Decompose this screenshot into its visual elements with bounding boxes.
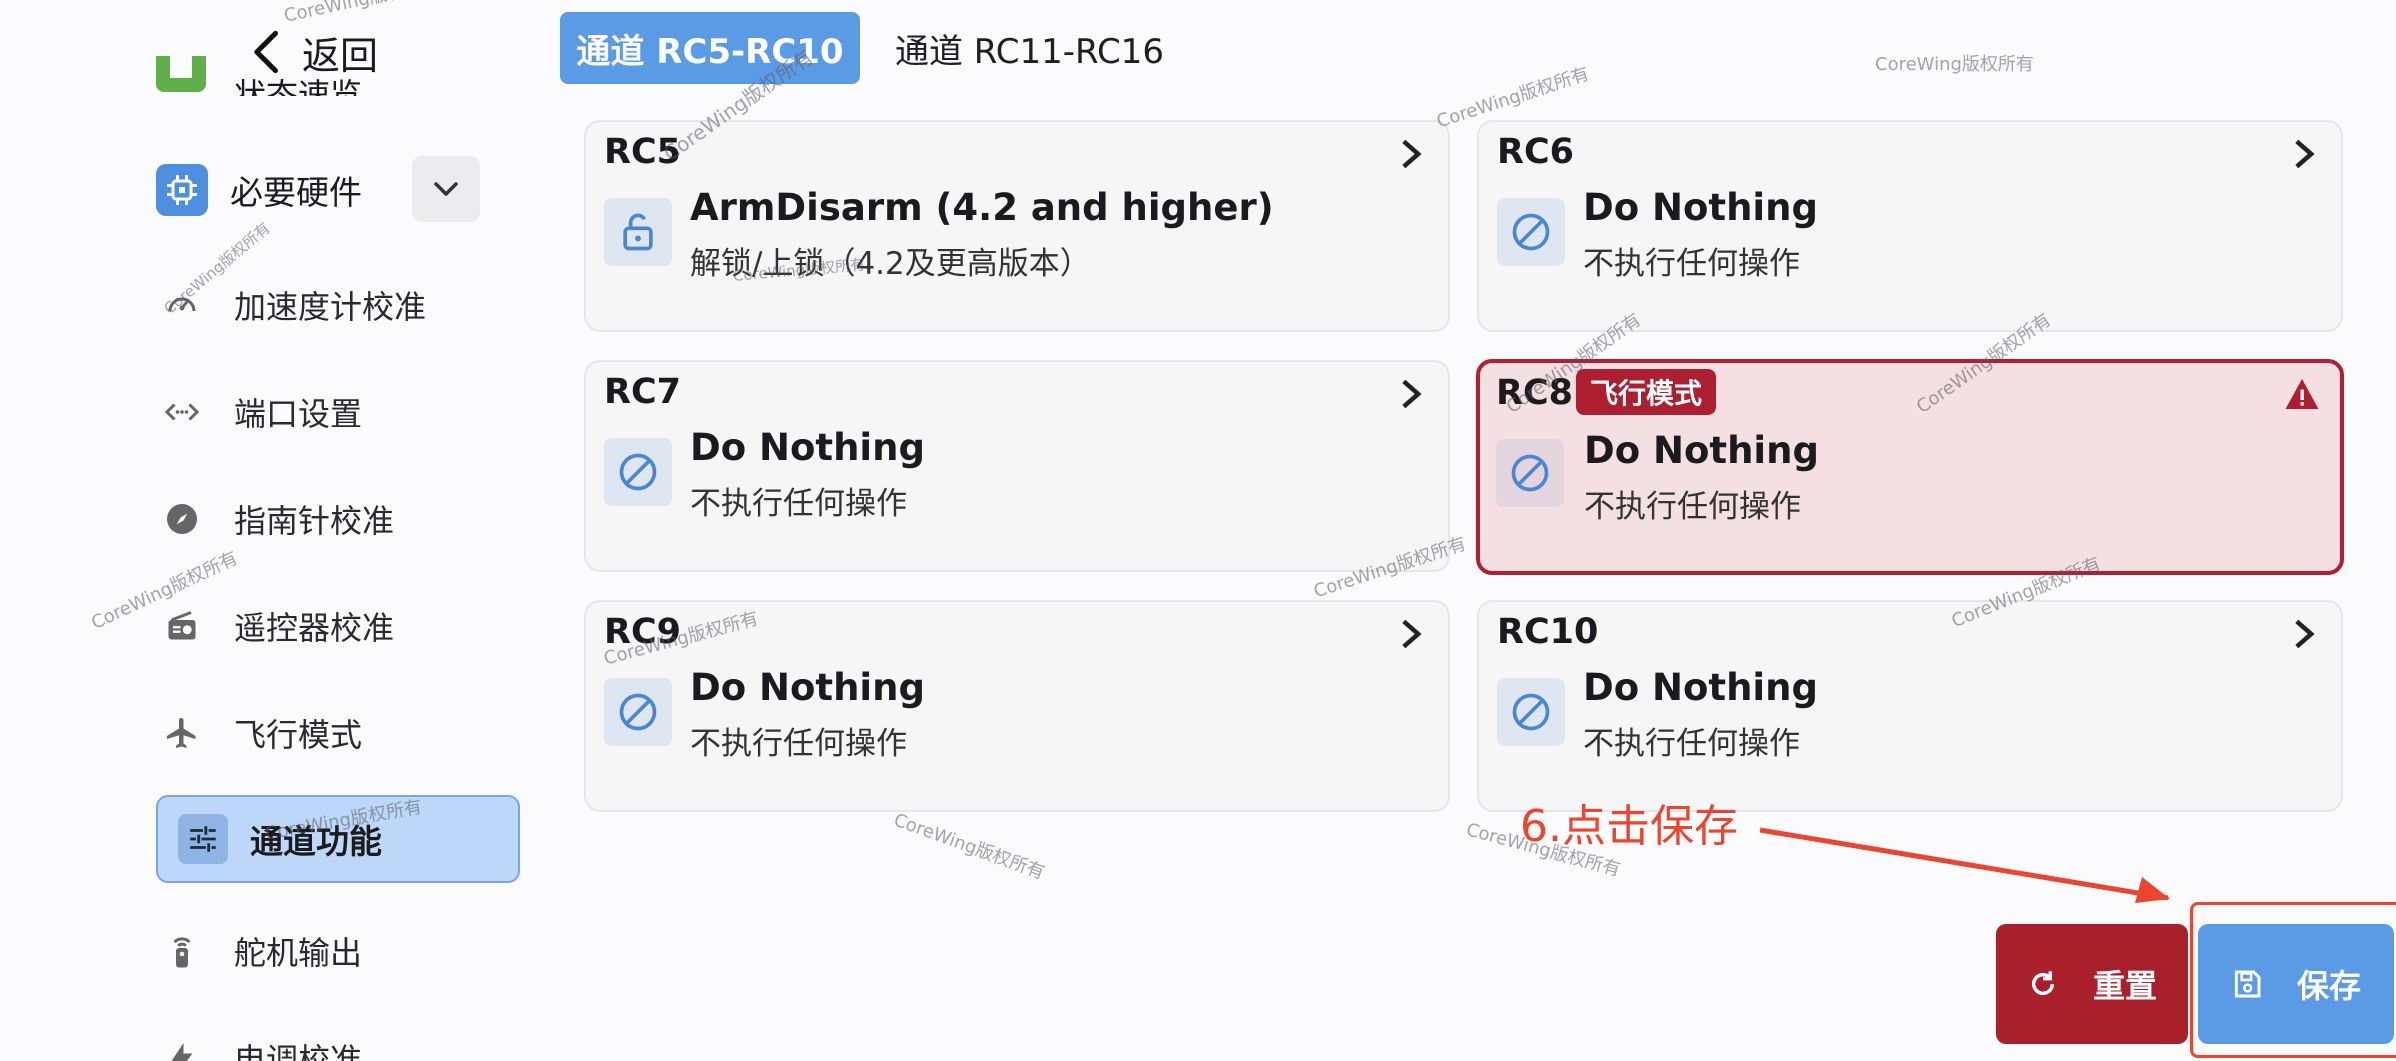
- channel-function: Do Nothing: [1583, 186, 1818, 229]
- none-icon: [1497, 198, 1565, 266]
- channel-card-rc5[interactable]: RC5 ArmDisarm (4.2 and higher) 解锁/上锁（4.2…: [584, 120, 1450, 332]
- refresh-icon: [2031, 971, 2055, 996]
- sidebar-item-channel-functions[interactable]: 通道功能: [156, 795, 520, 883]
- airplane-icon: [160, 711, 204, 755]
- remote-icon: [160, 929, 204, 973]
- save-highlight-frame: [2190, 902, 2396, 1058]
- sidebar-item-esc-calibration[interactable]: 电调校准: [160, 1035, 362, 1061]
- chevron-right-icon: [1402, 139, 1422, 169]
- speedometer-icon: [160, 283, 204, 327]
- sidebar-item-label: 通道功能: [250, 822, 382, 861]
- channel-card-rc6[interactable]: RC6 Do Nothing 不执行任何操作: [1477, 120, 2343, 332]
- chevron-right-icon: [1402, 379, 1422, 409]
- sliders-icon: [178, 814, 228, 864]
- sidebar-item-ports[interactable]: 端口设置: [160, 389, 362, 435]
- watermark: CoreWing版权所有: [890, 809, 1048, 884]
- chevron-right-icon: [2295, 619, 2315, 649]
- status-icon: [156, 56, 206, 96]
- channel-description: 不执行任何操作: [690, 486, 907, 522]
- sidebar-section-hardware[interactable]: 必要硬件: [156, 164, 362, 216]
- none-icon: [1497, 678, 1565, 746]
- chevron-right-icon: [2295, 139, 2315, 169]
- sidebar-item-label: 指南针校准: [234, 502, 395, 540]
- chevron-left-icon: [254, 30, 278, 74]
- sidebar-item-radio[interactable]: 遥控器校准: [160, 603, 394, 649]
- annotation-arrow-icon: [1759, 827, 2170, 903]
- sidebar-item-servo-output[interactable]: 舵机输出: [160, 928, 362, 974]
- unlock-icon: [604, 198, 672, 266]
- chip-icon: [156, 164, 208, 216]
- channel-function: Do Nothing: [1583, 666, 1818, 709]
- channel-function: Do Nothing: [690, 666, 925, 709]
- sidebar-item-status[interactable]: 状态速览: [156, 56, 362, 96]
- channel-description: 不执行任何操作: [690, 726, 907, 762]
- save-label: 保存: [2296, 967, 2361, 1005]
- tab-rc11-rc16[interactable]: 通道 RC11-RC16: [895, 31, 1164, 72]
- channel-card-rc7[interactable]: RC7 Do Nothing 不执行任何操作: [584, 360, 1450, 572]
- ports-icon: [160, 390, 204, 434]
- chevron-down-icon: [434, 182, 458, 196]
- sidebar-item-label: 电调校准: [234, 1041, 363, 1061]
- warning-icon: [2285, 379, 2319, 409]
- watermark: CoreWing版权所有: [1875, 54, 2034, 75]
- sidebar-item-label: 状态速览: [234, 76, 363, 96]
- section-collapse-button[interactable]: [412, 156, 480, 222]
- channel-label: RC8: [1496, 373, 1573, 413]
- none-icon: [604, 438, 672, 506]
- radio-icon: [160, 604, 204, 648]
- tutorial-annotation: 6.点击保存: [1520, 801, 1738, 852]
- sidebar-item-accel[interactable]: 加速度计校准: [160, 282, 426, 328]
- reset-button[interactable]: 重置: [1996, 924, 2188, 1044]
- channel-description: 解锁/上锁（4.2及更高版本）: [690, 246, 1091, 282]
- channel-label: RC10: [1497, 612, 1599, 652]
- sidebar-item-label: 遥控器校准: [234, 609, 395, 647]
- sidebar-item-label: 端口设置: [234, 395, 363, 433]
- none-icon: [1496, 439, 1564, 507]
- sidebar-item-label: 舵机输出: [234, 934, 363, 972]
- reset-label: 重置: [2092, 967, 2157, 1005]
- channel-function: Do Nothing: [1584, 429, 1819, 472]
- save-icon: [2234, 970, 2261, 998]
- back-button[interactable]: 返回: [250, 22, 378, 82]
- channel-function: Do Nothing: [690, 426, 925, 469]
- back-label: 返回: [302, 33, 379, 78]
- flight-mode-badge: 飞行模式: [1576, 369, 1717, 415]
- channel-label: RC5: [604, 132, 681, 172]
- section-label: 必要硬件: [230, 173, 362, 212]
- channel-card-rc9[interactable]: RC9 Do Nothing 不执行任何操作: [584, 600, 1450, 812]
- channel-label: RC9: [604, 612, 681, 652]
- channel-card-rc10[interactable]: RC10 Do Nothing 不执行任何操作: [1477, 600, 2343, 812]
- channel-function: ArmDisarm (4.2 and higher): [690, 186, 1274, 229]
- sidebar-item-label: 飞行模式: [234, 716, 363, 754]
- channel-description: 不执行任何操作: [1583, 726, 1800, 762]
- sidebar-item-label: 加速度计校准: [234, 288, 427, 326]
- sidebar-item-compass[interactable]: 指南针校准: [160, 496, 394, 542]
- channel-label: RC6: [1497, 132, 1574, 172]
- bolt-icon: [160, 1036, 204, 1061]
- none-icon: [604, 678, 672, 746]
- channel-label: RC7: [604, 372, 681, 412]
- channel-card-rc8[interactable]: RC8 飞行模式 Do Nothing 不执行任何操作: [1476, 359, 2344, 575]
- sidebar-item-flight-modes[interactable]: 飞行模式: [160, 710, 362, 756]
- save-button[interactable]: 保存: [2198, 924, 2394, 1044]
- chevron-right-icon: [1402, 619, 1422, 649]
- tab-rc5-rc10[interactable]: 通道 RC5-RC10: [560, 12, 860, 84]
- channel-description: 不执行任何操作: [1584, 489, 1801, 525]
- compass-icon: [160, 497, 204, 541]
- channel-description: 不执行任何操作: [1583, 246, 1800, 282]
